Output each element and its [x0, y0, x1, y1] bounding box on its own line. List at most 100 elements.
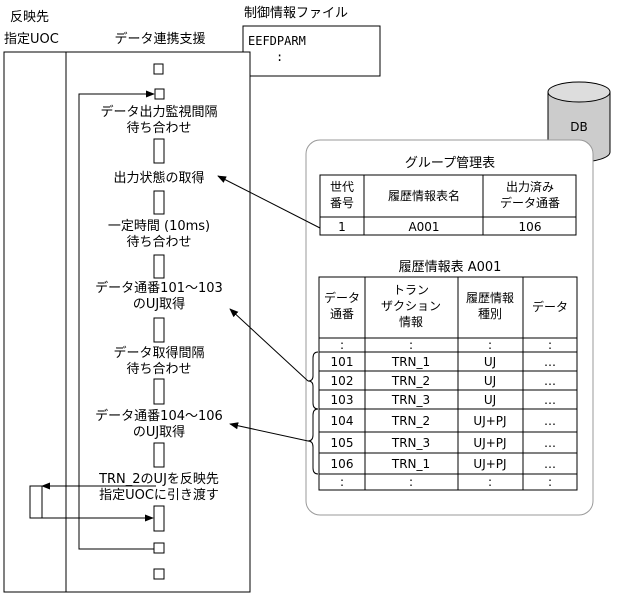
history-cell-seq: : [340, 475, 344, 489]
history-cell-data: … [544, 374, 556, 388]
flow-box-3 [153, 138, 165, 164]
history-cell-seq: 105 [331, 436, 354, 450]
control-file-box [242, 25, 381, 77]
history-cell-data: … [544, 393, 556, 407]
history-cell-trn: TRN_2 [391, 414, 430, 428]
history-cell-kind: : [488, 338, 492, 352]
history-cell-seq: : [340, 338, 344, 352]
flow-box-11 [153, 568, 165, 580]
history-cell-trn: TRN_1 [391, 355, 430, 369]
control-file-line1: EEFDPARM [248, 34, 306, 48]
history-rows: : : : : 101 TRN_1 UJ … 102 TRN_2 UJ … 10… [331, 338, 556, 489]
step-get-uj-104-106-line1: データ通番104～106 [95, 408, 223, 424]
flow-box-1 [153, 63, 164, 75]
flow-box-4 [153, 190, 165, 215]
reflect-uoc-receive-box [29, 485, 43, 519]
history-col-kind-line2: 種別 [478, 307, 502, 321]
table-row: : : : : [340, 475, 552, 489]
step-get-output-status: 出力状態の取得 [113, 170, 204, 186]
history-cell-seq: 101 [331, 355, 354, 369]
group-col-gen-line1: 世代 [330, 180, 354, 194]
step-fixed-wait-line2: 待ち合わせ [126, 235, 191, 250]
group-cell-gen: 1 [338, 220, 346, 234]
group-table [319, 174, 577, 236]
db-content-panel [305, 139, 594, 516]
step-get-uj-104-106-line2: のUJ取得 [133, 424, 185, 440]
history-col-data: データ [532, 299, 568, 314]
group-col-gen-line2: 番号 [330, 196, 354, 210]
table-row: 102 TRN_2 UJ … [331, 374, 556, 388]
history-cell-kind: UJ [484, 393, 496, 407]
step-get-uj-101-103-line1: データ通番101～103 [95, 280, 223, 296]
history-col-trn-line2: ザクション [381, 299, 441, 313]
history-col-seq-line1: データ [324, 290, 360, 305]
history-col-trn-line3: 情報 [399, 315, 423, 329]
history-cell-seq: 106 [331, 457, 354, 471]
data-linkage-support-label: データ連携支援 [114, 31, 205, 47]
step-pass-to-uoc-line1: TRN_2のUJを反映先 [98, 472, 219, 487]
reflect-uoc-label-line1: 反映先 [10, 10, 49, 25]
history-cell-trn: TRN_2 [391, 374, 430, 388]
history-cell-kind: UJ [484, 374, 496, 388]
history-cell-data: : [548, 338, 552, 352]
table-row: 105 TRN_3 UJ+PJ … [331, 436, 556, 450]
history-cell-data: … [544, 457, 556, 471]
history-cell-kind: UJ+PJ [473, 457, 506, 471]
step-pass-to-uoc-line2: 指定UOCに引き渡す [99, 487, 219, 503]
table-row: 101 TRN_1 UJ … [331, 355, 556, 369]
history-cell-data: … [544, 355, 556, 369]
history-cell-seq: 102 [331, 374, 354, 388]
history-cell-data: : [548, 475, 552, 489]
flow-box-9 [153, 505, 165, 532]
history-cell-seq: 103 [331, 393, 354, 407]
flow-box-10 [153, 542, 165, 554]
table-row: 106 TRN_1 UJ+PJ … [331, 457, 556, 471]
history-cell-kind: : [488, 475, 492, 489]
control-file-title: 制御情報ファイル [244, 6, 348, 21]
history-cell-kind: UJ+PJ [473, 414, 506, 428]
flow-box-7 [153, 378, 165, 405]
history-cell-seq: 104 [331, 414, 354, 428]
group-col-history-name: 履歴情報表名 [388, 188, 460, 203]
table-row: 103 TRN_3 UJ … [331, 393, 556, 407]
step-interval-wait-line2: 待ち合わせ [126, 362, 191, 377]
flow-box-8 [153, 442, 165, 468]
arrow-to-uj-104-106 [229, 422, 309, 442]
step-monitor-wait-line2: 待ち合わせ [126, 121, 191, 136]
history-col-kind-line1: 履歴情報 [466, 291, 514, 305]
history-cell-kind: UJ [484, 355, 496, 369]
arrow-to-uj-101-103 [229, 308, 309, 382]
history-cell-kind: UJ+PJ [473, 436, 506, 450]
history-col-trn-line1: トラン [393, 283, 429, 297]
group-table-title: グループ管理表 [405, 156, 495, 171]
group-cell-name: A001 [408, 220, 439, 234]
reflect-uoc-label-line2: 指定UOC [4, 32, 59, 47]
step-interval-wait-line1: データ取得間隔 [113, 345, 204, 361]
history-cell-trn: : [409, 338, 413, 352]
history-table-title: 履歴情報表 A001 [399, 260, 502, 275]
flow-box-2 [154, 88, 165, 100]
loop-line [78, 90, 155, 550]
flow-box-5 [153, 254, 165, 279]
history-col-seq-line2: 通番 [330, 307, 354, 321]
group-col-output-line2: データ通番 [500, 195, 560, 210]
history-cell-trn: TRN_3 [391, 393, 430, 407]
group-cell-output: 106 [519, 220, 542, 234]
db-label: DB [570, 120, 587, 134]
control-file-line2: : [276, 50, 283, 64]
step-monitor-wait-line1: データ出力監視間隔 [100, 104, 217, 120]
group-col-output-line1: 出力済み [506, 179, 554, 194]
arrow-to-output-status [217, 175, 321, 229]
history-cell-trn: TRN_3 [391, 436, 430, 450]
history-cell-trn: : [409, 475, 413, 489]
history-cell-data: … [544, 414, 556, 428]
flow-box-6 [153, 317, 165, 343]
step-fixed-wait-line1: 一定時間 (10ms) [108, 219, 210, 234]
step-get-uj-101-103-line2: のUJ取得 [133, 296, 185, 312]
history-cell-trn: TRN_1 [391, 457, 430, 471]
history-cell-data: … [544, 436, 556, 450]
table-row: : : : : [340, 338, 552, 352]
table-row: 104 TRN_2 UJ+PJ … [331, 414, 556, 428]
history-table [318, 276, 578, 491]
